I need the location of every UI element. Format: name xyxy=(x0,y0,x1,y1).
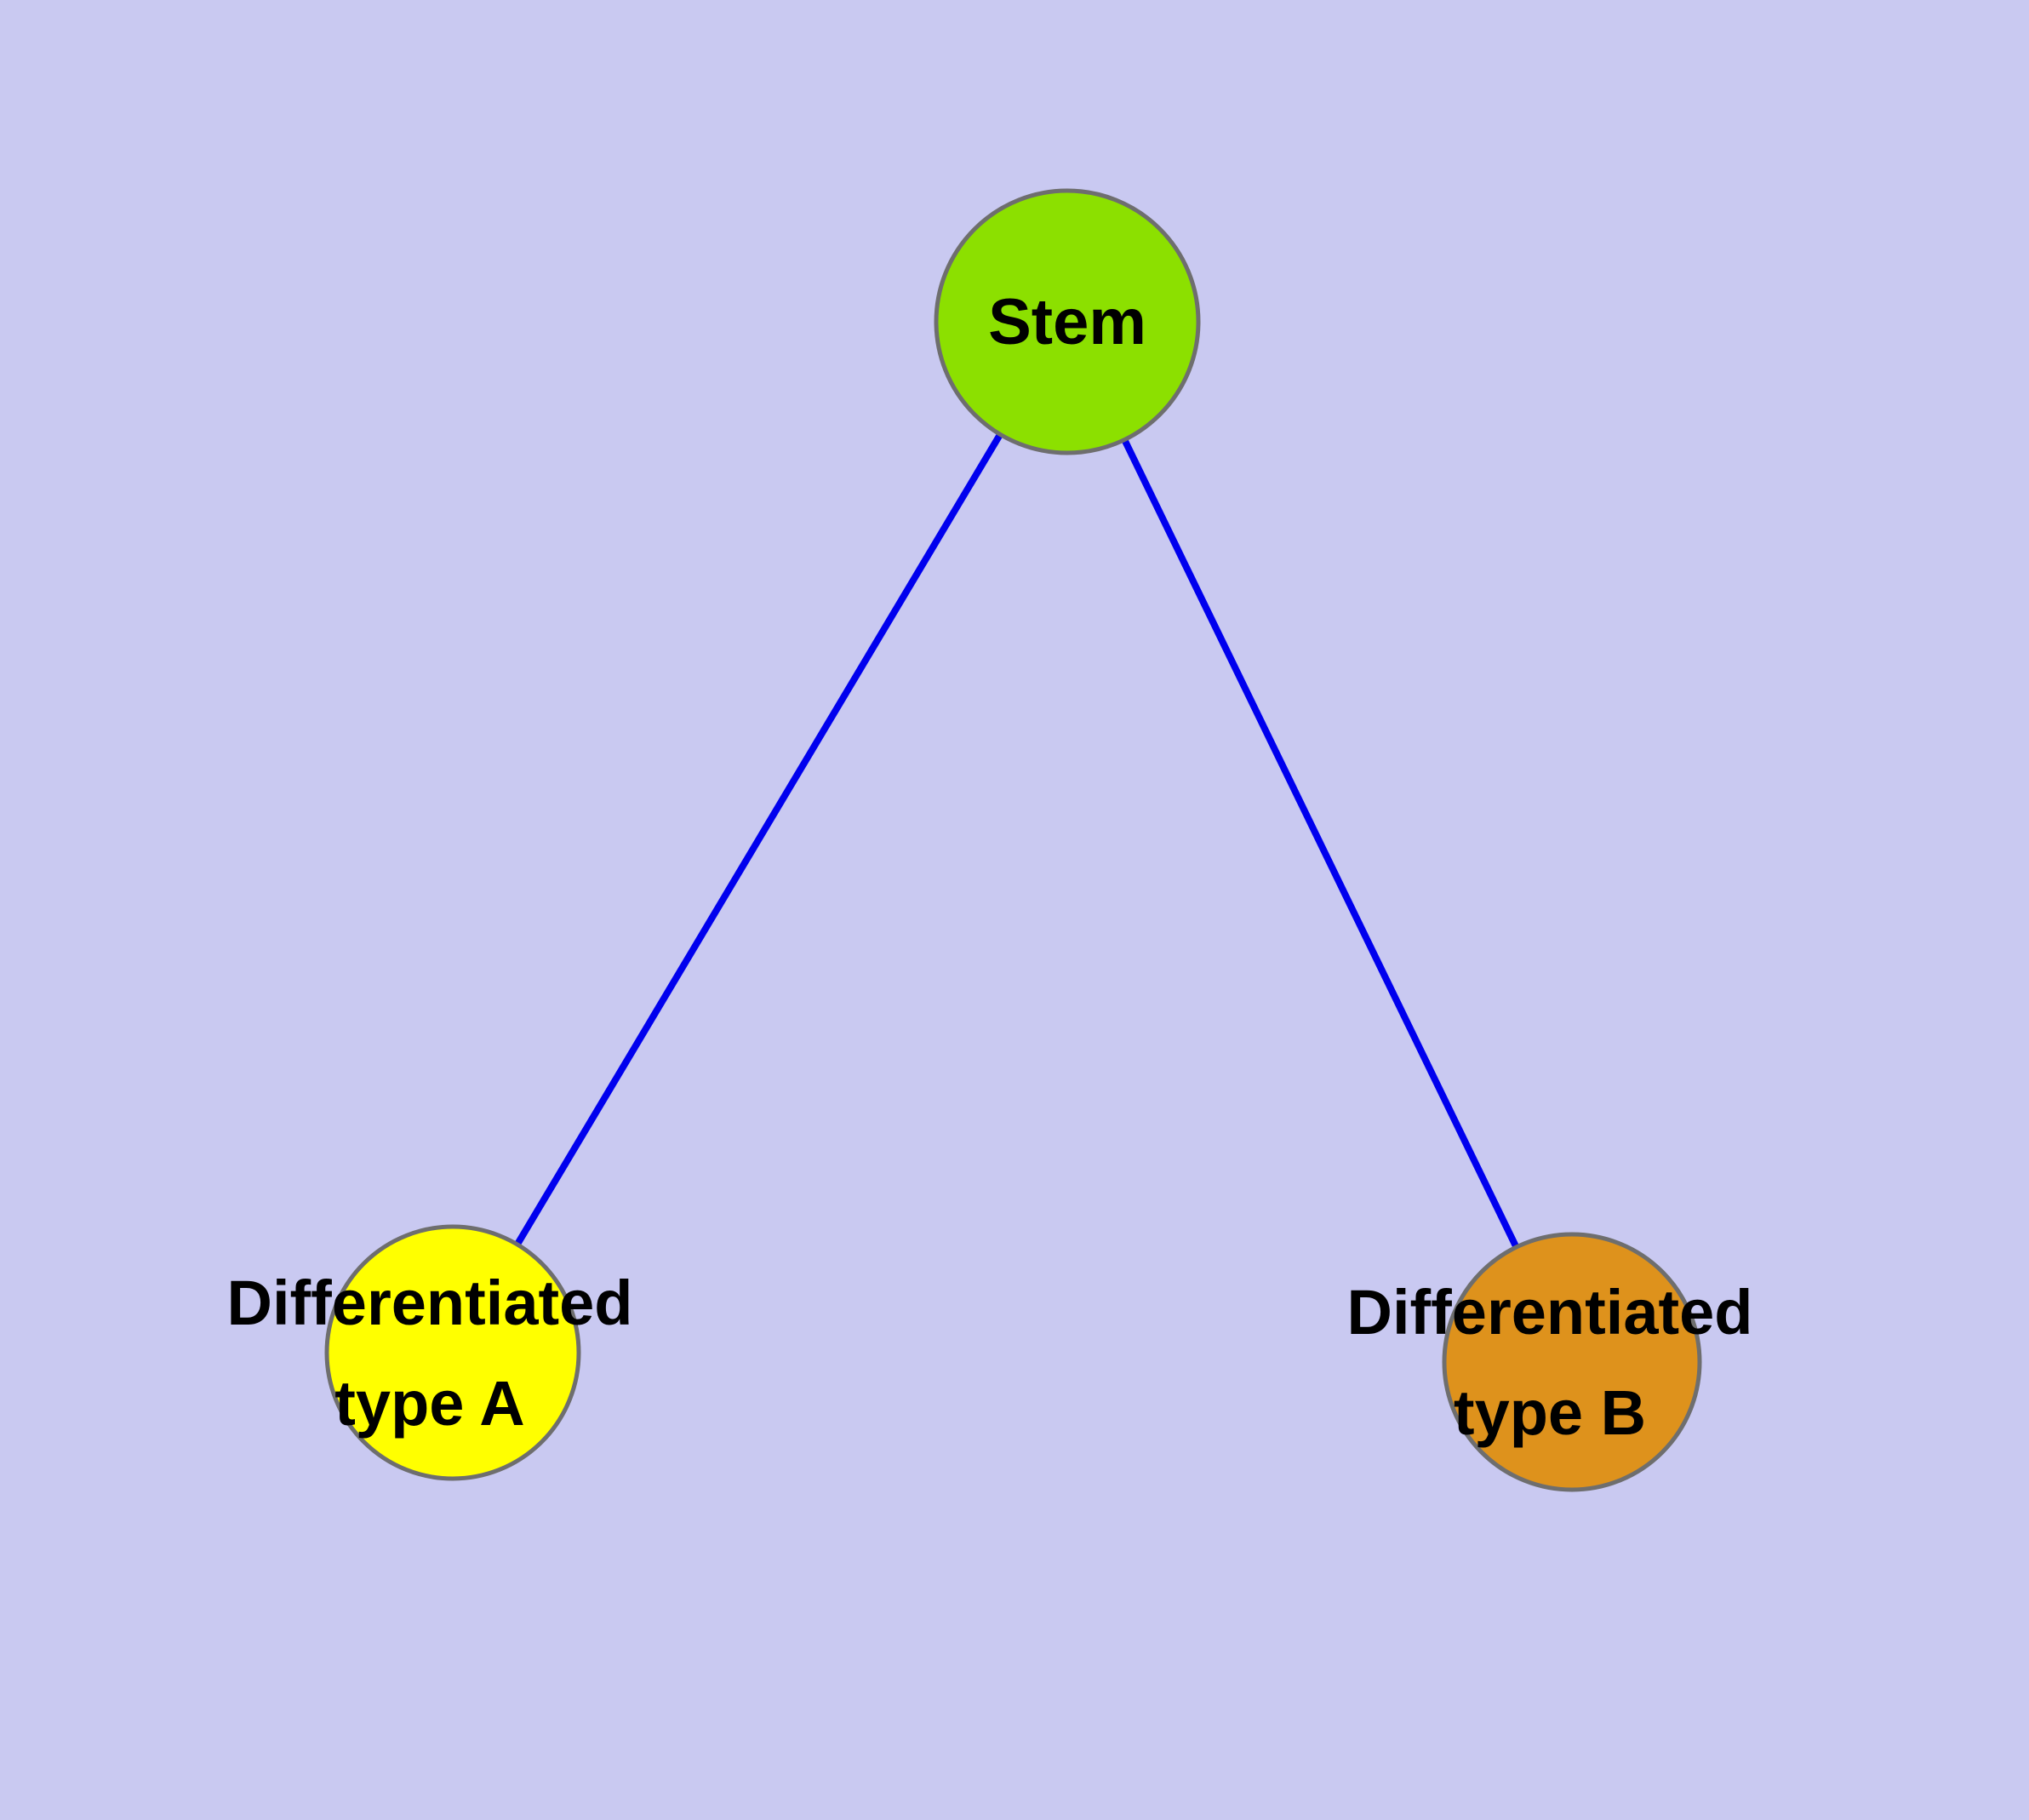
type-b-node xyxy=(1442,1232,1702,1492)
type-b-label-line1: Differentiated xyxy=(1347,1277,1753,1348)
type-b-label-line2: type B xyxy=(1454,1377,1646,1448)
edge-stem-to-type-b xyxy=(1064,320,1575,1364)
edge-stem-to-type-a xyxy=(449,319,1071,1355)
type-a-node xyxy=(324,1224,581,1481)
stem-node-label: Stem xyxy=(988,286,1146,358)
type-a-label-line1: Differentiated xyxy=(227,1268,633,1338)
stem-node xyxy=(934,188,1201,455)
type-a-label-line2: type A xyxy=(334,1368,524,1439)
